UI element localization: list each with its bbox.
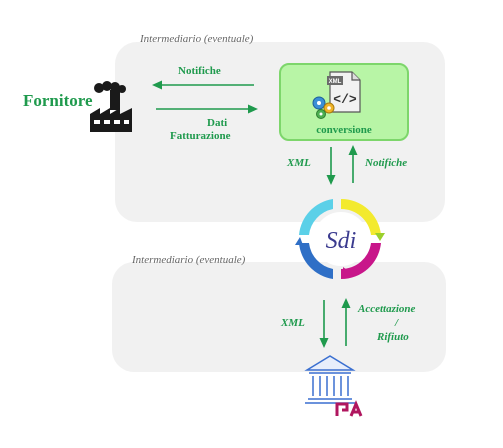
label-accettazione: Accettazione bbox=[358, 303, 416, 315]
arrow-dati-right bbox=[156, 104, 258, 114]
arrow-xml-down bbox=[326, 147, 336, 185]
xml-badge-text: XML bbox=[329, 79, 342, 85]
supplier-label: Fornitore bbox=[23, 91, 93, 110]
arrow-accettazione-up bbox=[341, 298, 351, 346]
label-dati: Dati bbox=[207, 117, 228, 129]
intermediary-label-bottom: Intermediario (eventuale) bbox=[132, 254, 246, 266]
conversion-box: XML </> conversione bbox=[279, 63, 409, 141]
factory-icon bbox=[90, 81, 132, 132]
arrow-notifiche-left bbox=[152, 80, 254, 90]
arrow-notifiche-up bbox=[348, 145, 358, 183]
gears-icon bbox=[312, 96, 335, 119]
label-notifiche-right: Notifiche bbox=[365, 157, 408, 169]
label-fatturazione: Fatturazione bbox=[170, 130, 231, 142]
label-notifiche-top: Notifiche bbox=[178, 65, 221, 77]
intermediary-panel-bottom bbox=[112, 262, 446, 372]
label-rifiuto: Rifiuto bbox=[377, 331, 409, 343]
sdi-logo: Sdi bbox=[295, 198, 385, 280]
label-xml-top: XML bbox=[287, 157, 311, 169]
conversion-label: conversione bbox=[316, 124, 372, 136]
sdi-logo-text: Sdi bbox=[326, 228, 357, 254]
intermediary-label-top: Intermediario (eventuale) bbox=[140, 33, 254, 45]
public-administration-building-icon bbox=[304, 355, 363, 417]
xml-document-icon: XML </> bbox=[327, 71, 361, 113]
label-slash: / bbox=[395, 317, 399, 329]
svg-text:</>: </> bbox=[333, 92, 357, 107]
arrow-xml-down-bottom bbox=[319, 300, 329, 348]
label-xml-bottom: XML bbox=[281, 317, 305, 329]
